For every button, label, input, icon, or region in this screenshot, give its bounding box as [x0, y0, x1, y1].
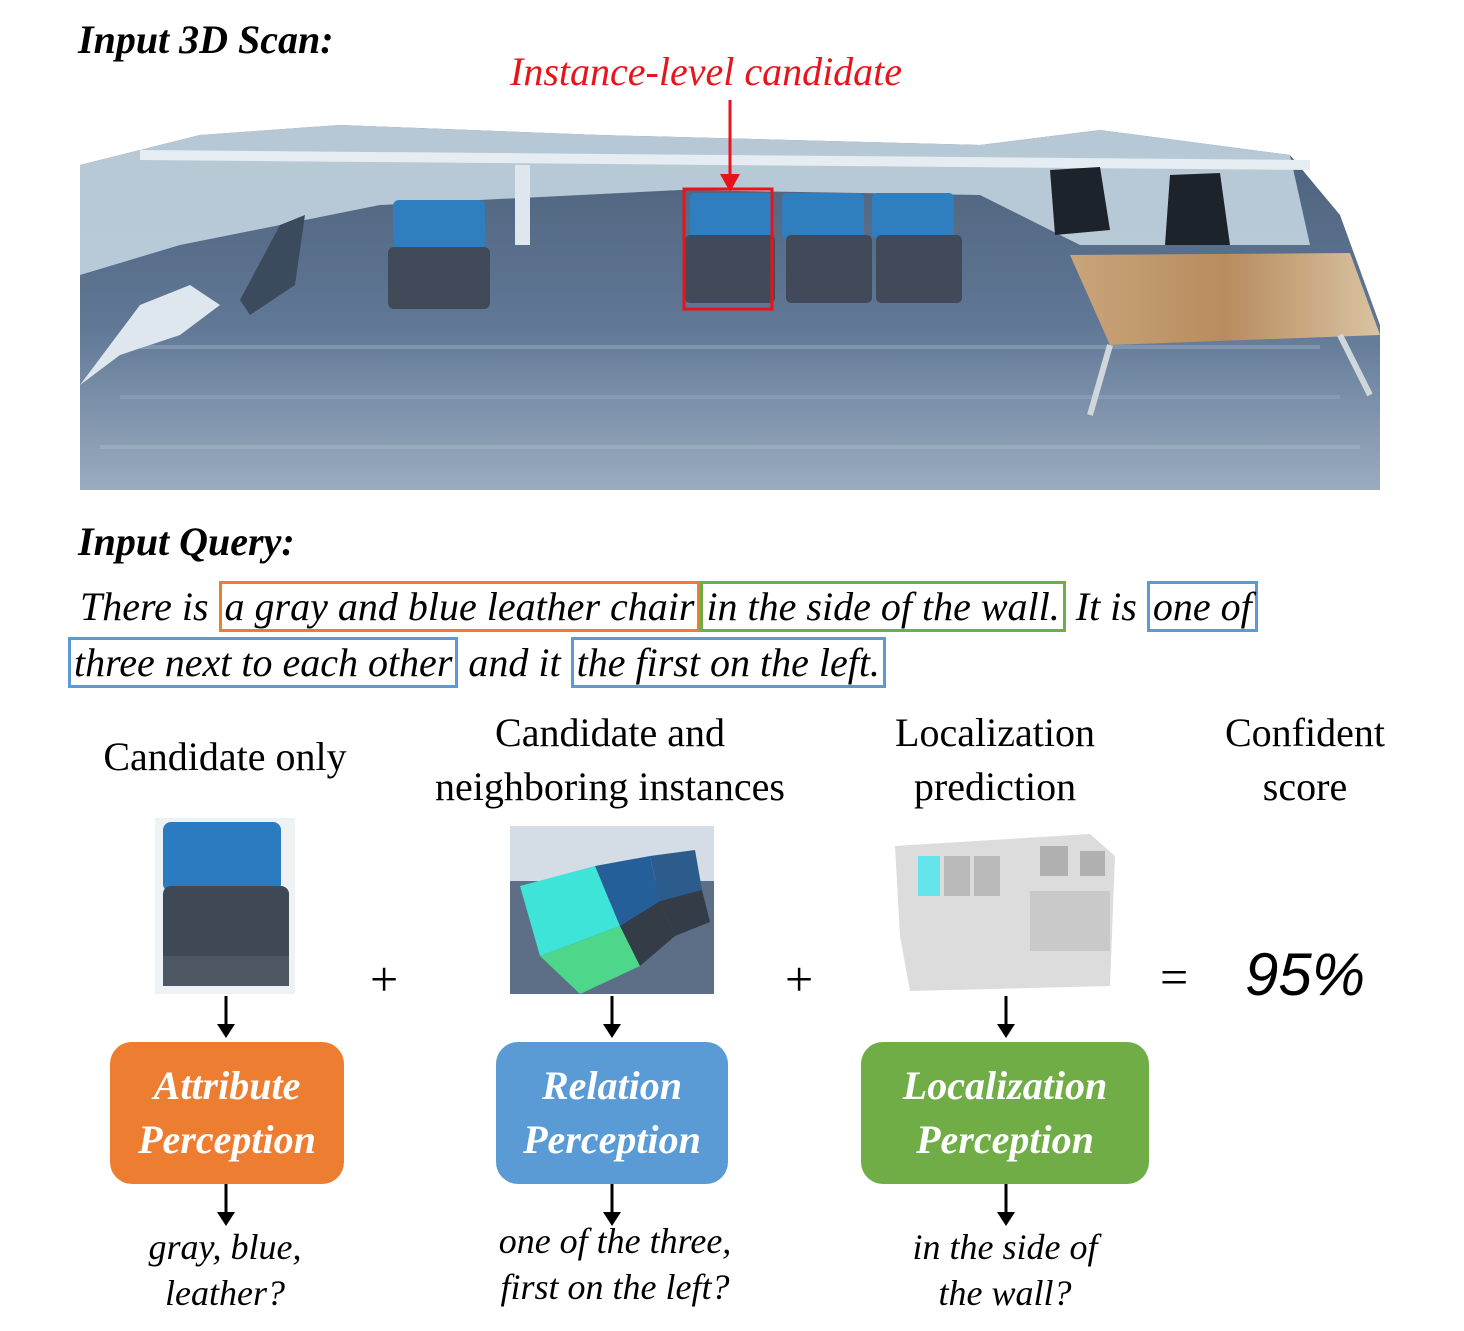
- candidate-arrow: [720, 100, 740, 192]
- plus-operator-1: +: [370, 951, 399, 1007]
- module-label: Perception: [138, 1117, 316, 1162]
- candidate-box: [682, 187, 774, 311]
- plus-operator-2: +: [785, 951, 814, 1007]
- scan-image: [80, 125, 1380, 490]
- localization-perception-module: Localization Perception: [861, 1042, 1149, 1184]
- attribute-output: gray, blue, leather?: [90, 1224, 360, 1316]
- module-label: Localization: [902, 1063, 1108, 1108]
- confidence-score: 95%: [1245, 941, 1366, 1008]
- col-localization-header: Localization prediction: [860, 706, 1130, 814]
- output-line: gray, blue,: [148, 1227, 302, 1267]
- module-label: Perception: [916, 1117, 1094, 1162]
- location-phrase: in the side of the wall.: [700, 581, 1066, 632]
- relation-phrase-2: the first on the left.: [570, 637, 886, 688]
- module-label: Perception: [523, 1117, 701, 1162]
- neighbors-image: [510, 826, 714, 994]
- relation-phrase-1b: three next to each other: [68, 637, 459, 688]
- output-line: one of the three,: [498, 1221, 732, 1261]
- relation-output: one of the three, first on the left?: [450, 1218, 780, 1310]
- arrow-down-icon: [217, 1184, 235, 1226]
- relation-phrase-1a: one of: [1146, 581, 1258, 632]
- scan-chair-4: [872, 193, 962, 303]
- query-heading: Input Query:: [78, 519, 295, 564]
- candidate-label: Instance-level candidate: [510, 49, 903, 94]
- module-label: Relation: [541, 1063, 683, 1108]
- equals-operator: =: [1160, 949, 1189, 1005]
- col-score-header-line: Confident: [1225, 710, 1385, 755]
- col-score-header: Confident score: [1200, 706, 1410, 814]
- col-neighbors-header-line: neighboring instances: [435, 764, 785, 809]
- query-line-2: three next to each other and it the firs…: [68, 636, 886, 690]
- relation-perception-module: Relation Perception: [496, 1042, 728, 1184]
- output-line: the wall?: [938, 1273, 1072, 1313]
- col-neighbors-header-line: Candidate and: [495, 710, 725, 755]
- scan-chair-2: [685, 193, 775, 303]
- query-text: It is: [1065, 584, 1147, 629]
- scan-table: [1070, 253, 1380, 416]
- col-localization-header-line: Localization: [895, 710, 1095, 755]
- arrow-down-icon: [217, 996, 235, 1038]
- arrow-down-icon: [603, 996, 621, 1038]
- candidate-chair-image: [155, 818, 295, 994]
- query-text: There is: [80, 584, 219, 629]
- localization-image: [890, 816, 1120, 994]
- output-line: in the side of: [912, 1227, 1098, 1267]
- col-candidate-header: Candidate only: [70, 730, 380, 784]
- col-localization-header-line: prediction: [913, 764, 1077, 809]
- scan-heading: Input 3D Scan:: [78, 17, 334, 62]
- col-candidate-header-line: Candidate only: [103, 734, 347, 779]
- localization-output: in the side of the wall?: [870, 1224, 1140, 1316]
- scan-dark-chairs: [1050, 167, 1230, 245]
- output-line: first on the left?: [500, 1267, 730, 1307]
- query-text: and it: [458, 640, 571, 685]
- scan-chair-3: [782, 193, 872, 303]
- col-score-header-line: score: [1262, 764, 1348, 809]
- col-neighbors-header: Candidate and neighboring instances: [400, 706, 820, 814]
- attribute-perception-module: Attribute Perception: [110, 1042, 344, 1184]
- attribute-phrase: a gray and blue leather chair: [218, 581, 701, 632]
- arrow-down-icon: [603, 1184, 621, 1226]
- arrow-down-icon: [997, 1184, 1015, 1226]
- module-label: Attribute: [153, 1063, 301, 1108]
- output-line: leather?: [165, 1273, 285, 1313]
- scan-chair-1: [388, 200, 490, 309]
- arrow-down-icon: [997, 996, 1015, 1038]
